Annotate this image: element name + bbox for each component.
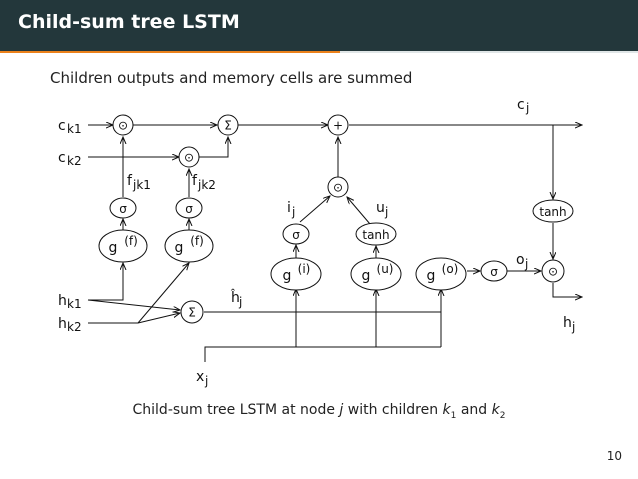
label-xj: x j	[196, 369, 208, 388]
label-fjk2: f jk2	[192, 173, 216, 192]
gate-gf-k2: g (f)	[164, 229, 214, 263]
svg-text:c: c	[517, 97, 525, 113]
label-hj: h j	[563, 315, 575, 334]
svg-text:j: j	[525, 101, 529, 115]
gate-gi: g (i)	[270, 257, 322, 291]
plus-node-cell: +	[327, 114, 349, 136]
svg-text:k2: k2	[67, 154, 82, 168]
label-hhat-j: ĥ j	[230, 288, 242, 309]
label-oj: o j	[516, 252, 528, 271]
label-cj: c j	[517, 97, 529, 115]
svg-text:j: j	[384, 205, 388, 219]
svg-text:σ: σ	[119, 202, 127, 216]
svg-text:(i): (i)	[298, 262, 311, 276]
sigma-node-input: σ	[282, 223, 310, 245]
caption-prefix: Child-sum tree LSTM at node	[132, 402, 340, 418]
mult-node-output: ⊙	[541, 259, 565, 283]
svg-text:⊙: ⊙	[118, 119, 128, 133]
gate-gf-k1: g (f)	[98, 229, 148, 263]
svg-text:u: u	[376, 200, 385, 216]
sum-node-memory: Σ	[217, 114, 239, 136]
svg-text:⊙: ⊙	[333, 181, 343, 195]
svg-text:k1: k1	[67, 122, 82, 136]
svg-text:(u): (u)	[377, 262, 394, 276]
svg-text:h: h	[58, 316, 67, 332]
caption-k1: k	[442, 402, 451, 418]
svg-text:j: j	[571, 320, 575, 334]
sigma-node-fk1: σ	[109, 197, 137, 219]
svg-text:jk2: jk2	[197, 178, 216, 192]
page-number: 10	[606, 449, 622, 463]
svg-text:g: g	[427, 268, 436, 284]
svg-text:k1: k1	[67, 297, 82, 311]
caption-k2: k	[491, 402, 500, 418]
tanh-node-cell: tanh	[532, 199, 574, 223]
label-hk1: h k1	[58, 293, 82, 311]
title-progress-accent	[0, 51, 340, 53]
caption-k2-sub: 2	[499, 410, 506, 421]
svg-text:g: g	[175, 240, 184, 256]
gate-go: g (o)	[415, 257, 467, 291]
svg-text:(f): (f)	[124, 234, 138, 248]
svg-text:jk1: jk1	[132, 178, 151, 192]
svg-text:o: o	[516, 252, 525, 268]
svg-text:σ: σ	[185, 202, 193, 216]
svg-text:i: i	[287, 200, 291, 216]
gate-gu: g (u)	[350, 257, 402, 291]
svg-text:j: j	[238, 295, 242, 309]
caption-mid: with children	[343, 402, 443, 418]
svg-text:g: g	[362, 268, 371, 284]
label-fjk1: f jk1	[127, 173, 151, 192]
svg-text:x: x	[196, 369, 204, 385]
svg-text:h: h	[58, 293, 67, 309]
svg-text:⊙: ⊙	[184, 151, 194, 165]
svg-text:ĥ: ĥ	[230, 288, 240, 306]
svg-text:k2: k2	[67, 320, 82, 334]
svg-text:j: j	[291, 205, 295, 219]
label-ij: i j	[287, 200, 295, 219]
svg-text:c: c	[58, 150, 66, 166]
svg-text:Σ: Σ	[188, 306, 196, 320]
svg-text:c: c	[58, 118, 66, 134]
label-ck1: c k1	[58, 118, 82, 136]
caption-node-j: j	[339, 402, 344, 418]
svg-text:j: j	[204, 374, 208, 388]
figure-caption: Child-sum tree LSTM at node j with child…	[0, 402, 638, 421]
svg-text:g: g	[109, 240, 118, 256]
mult-node-input-update: ⊙	[327, 176, 349, 198]
sum-node-hidden: Σ	[180, 300, 204, 324]
slide-subtitle: Children outputs and memory cells are su…	[50, 69, 413, 87]
caption-and: and	[456, 402, 492, 418]
sigma-node-fk2: σ	[175, 197, 203, 219]
svg-text:f: f	[192, 173, 198, 189]
title-bar: Child-sum tree LSTM	[0, 0, 638, 51]
svg-text:Σ: Σ	[224, 119, 232, 133]
sigma-node-output: σ	[480, 260, 508, 282]
label-hk2: h k2	[58, 316, 82, 334]
mult-node-ck1: ⊙	[112, 114, 134, 136]
svg-text:(f): (f)	[190, 234, 204, 248]
svg-text:(o): (o)	[442, 262, 459, 276]
label-uj: u j	[376, 200, 388, 219]
svg-text:σ: σ	[292, 228, 300, 242]
mult-node-ck2: ⊙	[178, 146, 200, 168]
diagram-wires	[87, 125, 582, 362]
svg-text:h: h	[563, 315, 572, 331]
svg-text:+: +	[333, 119, 343, 133]
tanh-node-update: tanh	[355, 222, 397, 246]
svg-text:⊙: ⊙	[548, 265, 558, 279]
svg-text:tanh: tanh	[362, 228, 389, 242]
label-ck2: c k2	[58, 150, 82, 168]
svg-text:j: j	[524, 257, 528, 271]
slide-title: Child-sum tree LSTM	[18, 11, 240, 33]
svg-text:g: g	[283, 268, 292, 284]
caption-k1-sub: 1	[450, 410, 457, 421]
svg-text:σ: σ	[490, 265, 498, 279]
svg-text:f: f	[127, 173, 133, 189]
svg-text:tanh: tanh	[539, 205, 566, 219]
